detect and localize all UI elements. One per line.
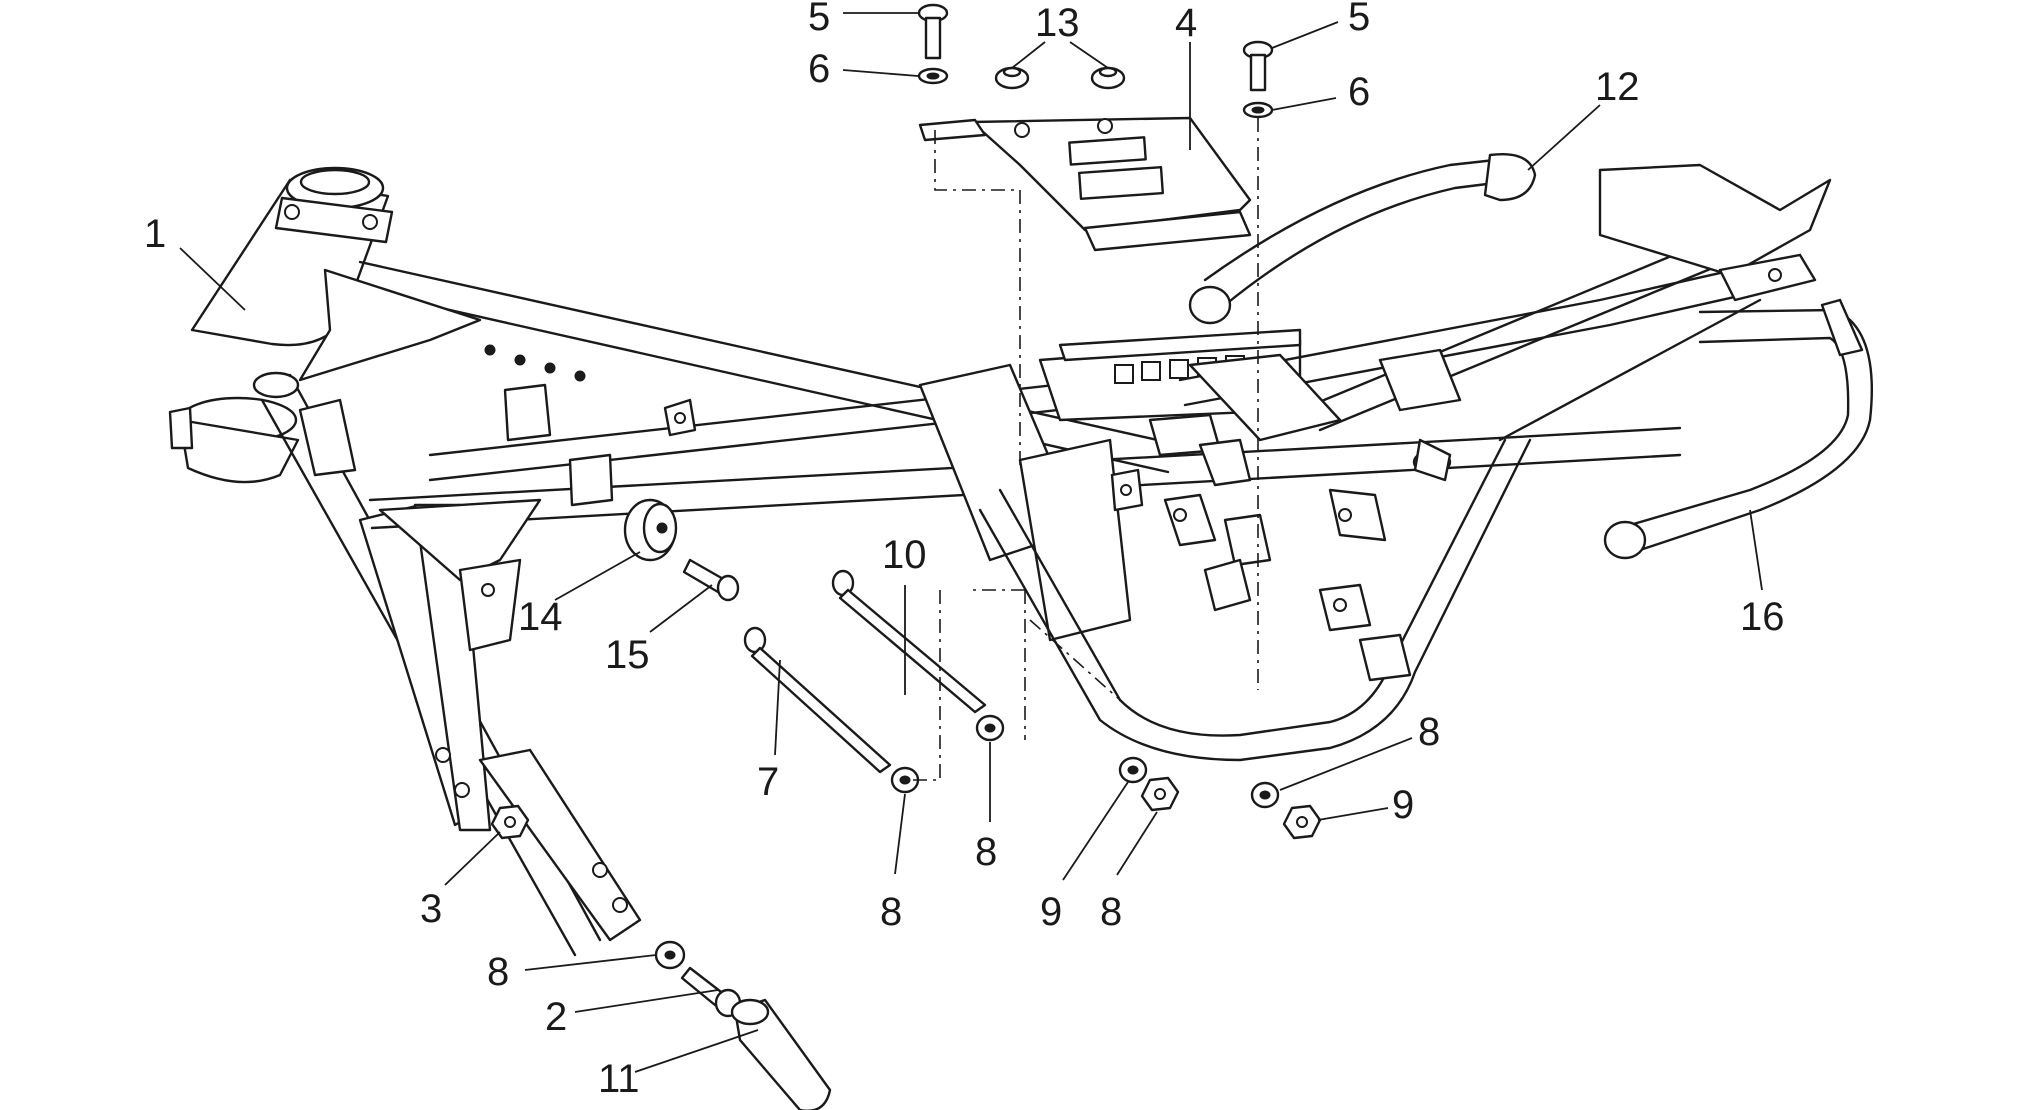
callout-5-right: 5: [1348, 0, 1370, 39]
part-14-rubber-bushing: [623, 498, 678, 562]
callout-10: 10: [882, 533, 927, 577]
part-7-long-bolt: [743, 626, 892, 774]
callout-12: 12: [1595, 65, 1640, 109]
callout-9-right: 9: [1392, 783, 1414, 827]
callout-2: 2: [545, 995, 567, 1039]
callout-labels: 5 6 13 4 5 6 12 1 14 15 10 7 16 8 9 8 8 …: [144, 0, 1785, 1101]
leader-lines: [179, 12, 1763, 1073]
callout-15: 15: [605, 633, 650, 677]
part-12-upper-bar: [1188, 153, 1537, 325]
callout-1: 1: [144, 212, 166, 256]
callout-14: 14: [518, 595, 563, 639]
callout-11: 11: [598, 1057, 640, 1101]
callout-6-right: 6: [1348, 70, 1370, 114]
callout-8-right: 8: [1418, 710, 1440, 754]
callout-8-mid-right: 8: [975, 830, 997, 874]
callout-3: 3: [420, 887, 442, 931]
part-9-nut-a: [1140, 776, 1180, 812]
battery-tray-plate: [1188, 353, 1342, 442]
callout-8-mid: 8: [880, 890, 902, 934]
part-10-long-bolt: [831, 569, 987, 714]
callout-16: 16: [1740, 595, 1785, 639]
cradle-brackets: [1163, 438, 1412, 682]
callout-8-left: 8: [487, 950, 509, 994]
part-3-nut: [490, 804, 530, 840]
callout-8-center: 8: [1100, 890, 1122, 934]
part-6-washer-right: [1242, 101, 1274, 119]
callout-5-left: 5: [808, 0, 830, 39]
top-tube-tabs: [484, 344, 1144, 512]
part-11-end-cap: [730, 998, 832, 1110]
rear-subframe: [1178, 163, 1832, 482]
callout-6-left: 6: [808, 47, 830, 91]
callout-13: 13: [1035, 1, 1080, 45]
part-8-washer-b: [975, 714, 1005, 742]
callout-9-mid: 9: [1040, 890, 1062, 934]
part-16-rear-bar: [1603, 298, 1874, 560]
part-15-screw: [682, 558, 740, 602]
callout-4: 4: [1175, 1, 1197, 45]
part-2-bolt: [680, 966, 742, 1018]
part-5-screw-left: [917, 3, 949, 60]
part-8-washer-e: [654, 940, 686, 970]
part-4-cover-plate: [918, 116, 1252, 252]
part-13-grommets: [994, 66, 1126, 90]
part-6-washer-left: [917, 67, 949, 85]
part-8-washer-c: [1118, 756, 1148, 784]
assembly-lines: [905, 118, 1259, 781]
front-down-stays: [358, 503, 642, 942]
rear-cradle-loop: [978, 438, 1532, 762]
part-9-nut-b: [1282, 804, 1322, 840]
part-8-washer-d: [1250, 781, 1280, 809]
head-gusset: [298, 268, 482, 382]
frame-body: [168, 163, 1832, 957]
callout-7: 7: [757, 760, 779, 804]
part-5-screw-right: [1242, 40, 1274, 92]
